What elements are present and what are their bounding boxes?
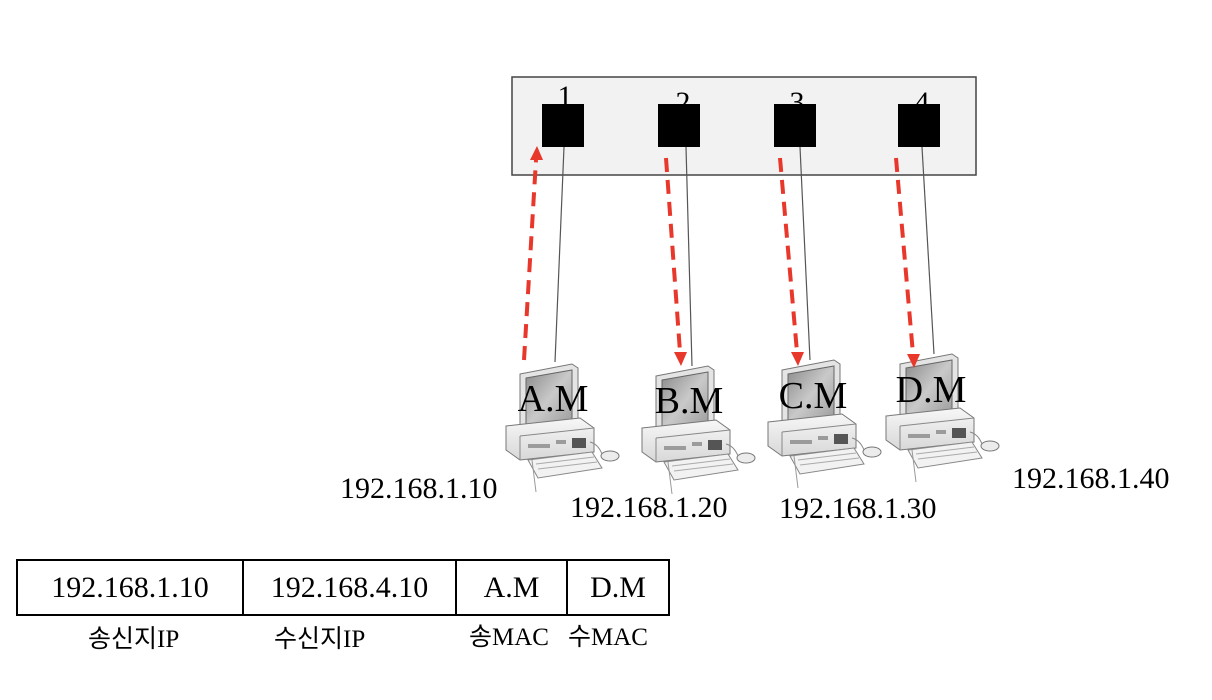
frame-field-src-ip: 192.168.1.10 bbox=[16, 559, 244, 616]
caption-en: MAC bbox=[492, 624, 549, 651]
host-ip-label: 192.168.1.30 bbox=[779, 492, 937, 525]
cable-line bbox=[554, 146, 565, 363]
port-number: 4 bbox=[915, 86, 930, 119]
port-number: 1 bbox=[558, 80, 573, 113]
frame-caption: 송신지IP bbox=[88, 626, 179, 652]
caption-en: IP bbox=[343, 626, 366, 653]
switch-port-icon bbox=[898, 104, 940, 147]
switch-port-icon bbox=[774, 104, 816, 147]
cable-line bbox=[921, 146, 935, 355]
host-mac-label: D.M bbox=[896, 369, 967, 411]
caption-en: MAC bbox=[591, 624, 648, 651]
frame-caption: 수MAC bbox=[568, 624, 648, 650]
caption-ko: 수 bbox=[568, 622, 592, 651]
frame-caption: 송MAC bbox=[469, 624, 549, 650]
cables bbox=[554, 146, 935, 367]
frame-field-dst-ip: 192.168.4.10 bbox=[242, 559, 457, 616]
port-number: 2 bbox=[676, 86, 691, 119]
arrow-down bbox=[894, 157, 920, 368]
frame-header-table: 192.168.1.10 192.168.4.10 A.M D.M bbox=[16, 559, 670, 616]
host-mac-label: B.M bbox=[655, 380, 724, 422]
host-ip-label: 192.168.1.40 bbox=[1012, 462, 1170, 495]
frame-field-src-mac: A.M bbox=[455, 559, 568, 616]
cable-line bbox=[799, 146, 811, 361]
arrow-up bbox=[522, 146, 543, 361]
switch-port-icon bbox=[658, 104, 700, 147]
frame-field-dst-mac: D.M bbox=[566, 559, 670, 616]
arrow-down bbox=[778, 157, 804, 366]
switch-port-icon bbox=[542, 104, 584, 147]
host-mac-label: A.M bbox=[518, 378, 589, 420]
arrow-down bbox=[664, 157, 687, 366]
host-ip-label: 192.168.1.10 bbox=[340, 472, 498, 505]
caption-ko: 송신지 bbox=[88, 624, 158, 653]
switch-ports: 1 2 3 4 bbox=[542, 80, 940, 147]
table-row: 192.168.1.10 192.168.4.10 A.M D.M bbox=[16, 559, 670, 616]
caption-en: IP bbox=[157, 626, 180, 653]
caption-ko: 송 bbox=[469, 622, 493, 651]
port-number: 3 bbox=[790, 86, 805, 119]
host-mac-label: C.M bbox=[779, 375, 848, 417]
cable-line bbox=[685, 146, 693, 367]
host-ip-label: 192.168.1.20 bbox=[570, 491, 728, 524]
frame-caption: 수신지IP bbox=[274, 626, 365, 652]
frame-flow-arrows bbox=[522, 146, 920, 368]
caption-ko: 수신지 bbox=[274, 624, 344, 653]
